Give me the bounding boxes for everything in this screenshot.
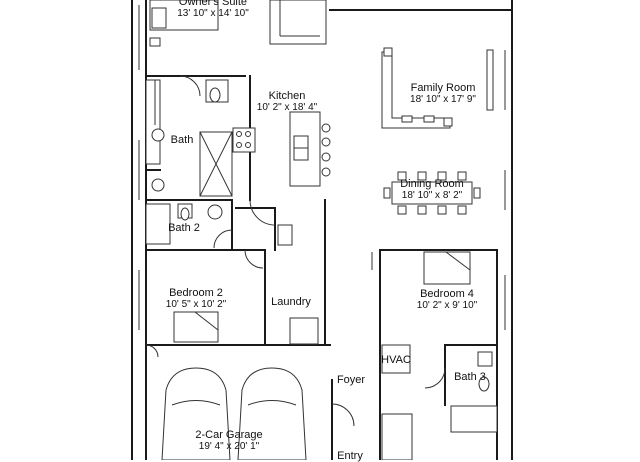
room-label-kitchen: Kitchen 10' 2" x 18' 4" <box>257 90 317 114</box>
room-dimensions: 18' 10" x 17' 9" <box>410 94 476 105</box>
room-name: 2-Car Garage <box>195 429 263 441</box>
room-name: Kitchen <box>268 90 306 102</box>
family-room-furniture <box>381 47 453 129</box>
room-label-bath: Bath <box>171 134 194 146</box>
room-label-bath-3: Bath 3 <box>454 371 486 383</box>
windows <box>138 5 506 330</box>
room-label-bedroom-2: Bedroom 2 10' 5" x 10' 2" <box>166 287 226 311</box>
room-dimensions: 19' 4" x 20' 1" <box>198 441 260 452</box>
room-name: Laundry <box>271 296 311 308</box>
owners-suite-furniture <box>149 0 327 97</box>
room-dimensions: 13' 10" x 14' 10" <box>177 8 249 19</box>
room-name: HVAC <box>381 354 411 366</box>
room-name: Entry <box>337 450 363 462</box>
room-name: Bedroom 2 <box>169 287 223 299</box>
room-name: Bedroom 4 <box>420 288 474 300</box>
interior-walls <box>145 75 498 460</box>
room-label-laundry: Laundry <box>271 296 311 308</box>
room-label-owners-suite: Owner's Suite 13' 10" x 14' 10" <box>177 0 249 20</box>
entry-door <box>331 403 413 460</box>
room-dimensions: 10' 2" x 18' 4" <box>256 102 318 113</box>
room-dimensions: 18' 10" x 8' 2" <box>401 190 463 201</box>
room-dimensions: 10' 5" x 10' 2" <box>165 299 227 310</box>
bath-fixtures <box>145 79 233 249</box>
room-label-bath-2: Bath 2 <box>168 222 200 234</box>
room-name: Dining Room <box>400 178 464 190</box>
room-name: Bath 2 <box>168 222 200 234</box>
room-dimensions: 10' 2" x 9' 10" <box>416 300 478 311</box>
room-label-foyer: Foyer <box>337 374 365 386</box>
room-label-dining-room: Dining Room 18' 10" x 8' 2" <box>400 178 464 202</box>
room-label-family-room: Family Room 18' 10" x 17' 9" <box>410 82 476 106</box>
room-name: Foyer <box>336 374 366 386</box>
room-label-garage: 2-Car Garage 19' 4" x 20' 1" <box>195 429 262 453</box>
kitchen-fixtures <box>232 111 331 246</box>
garage-cars <box>145 344 307 460</box>
room-label-bedroom-4: Bedroom 4 10' 2" x 9' 10" <box>417 288 477 312</box>
room-name: Owner's Suite <box>178 0 248 8</box>
room-label-hvac: HVAC <box>381 354 411 366</box>
room-name: Family Room <box>410 82 476 94</box>
room-name: Bath 3 <box>454 371 486 383</box>
bedroom-2-furniture <box>173 249 319 345</box>
bedroom-4-furniture <box>371 251 498 433</box>
dining-furniture <box>383 171 481 215</box>
room-name: Bath <box>170 134 194 146</box>
room-label-entry: Entry <box>337 450 363 462</box>
